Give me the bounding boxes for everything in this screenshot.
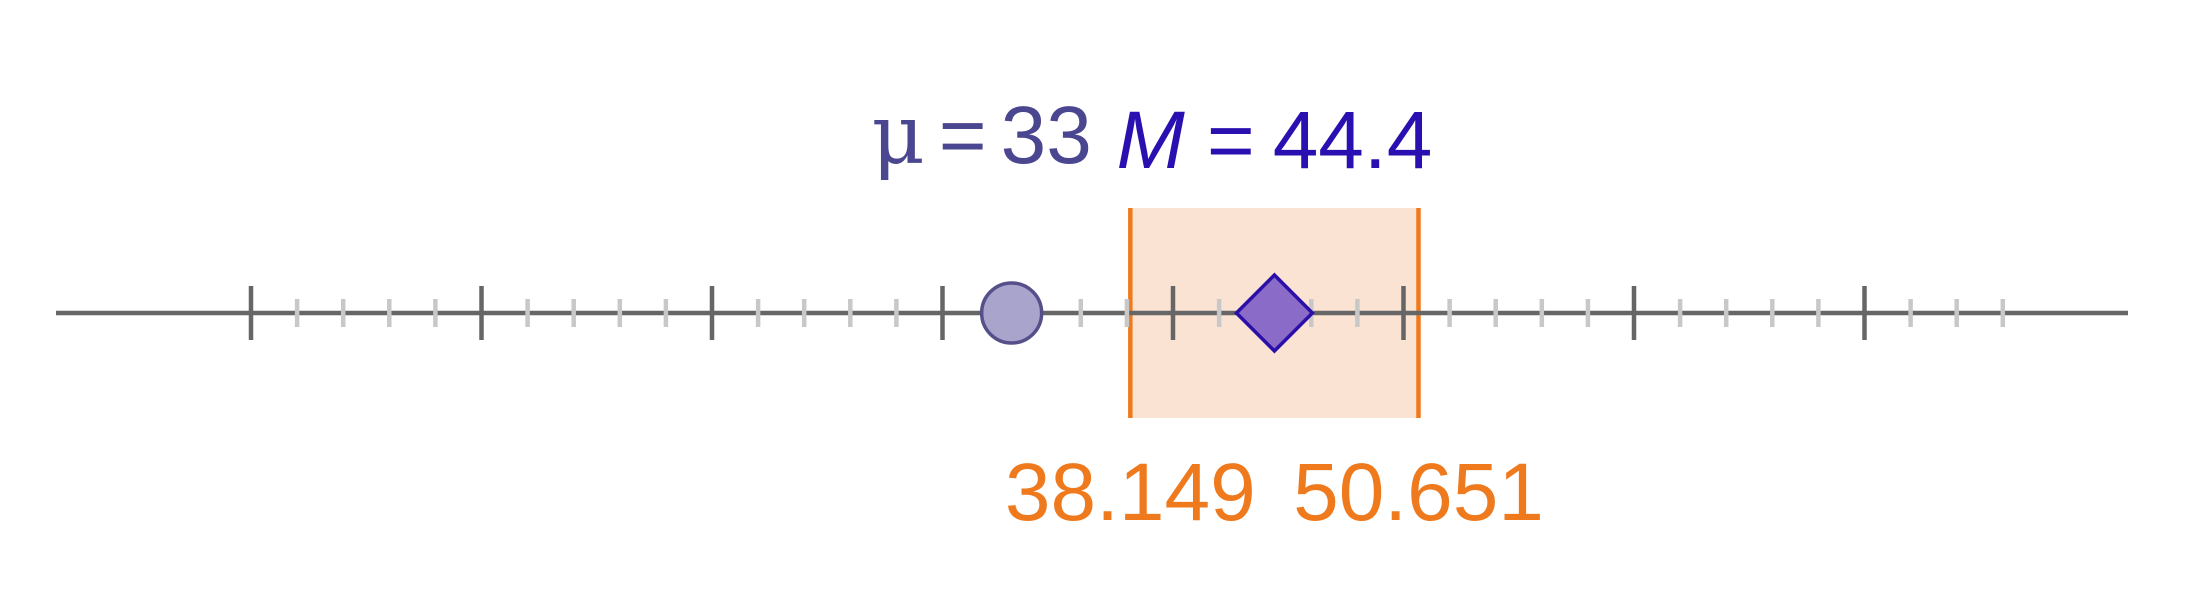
- sample-mean-label: M=44.4: [1117, 95, 1433, 186]
- ci-lower-label: 38.149: [1005, 447, 1256, 538]
- sample-mean-symbol: M: [1117, 95, 1186, 186]
- sample-mean-marker: [1233, 272, 1315, 354]
- population-mean-marker: [979, 281, 1044, 345]
- ci-upper-label: 50.651: [1293, 447, 1544, 538]
- mu-value: 33: [1001, 90, 1092, 181]
- population-mean-label: μ=33: [871, 88, 1091, 183]
- sample-mean-equals: =: [1207, 95, 1255, 186]
- sample-mean-value: 44.4: [1273, 95, 1433, 186]
- major-ticks: [248, 286, 1867, 340]
- mu-symbol: μ: [871, 88, 924, 183]
- mu-equals: =: [939, 90, 987, 181]
